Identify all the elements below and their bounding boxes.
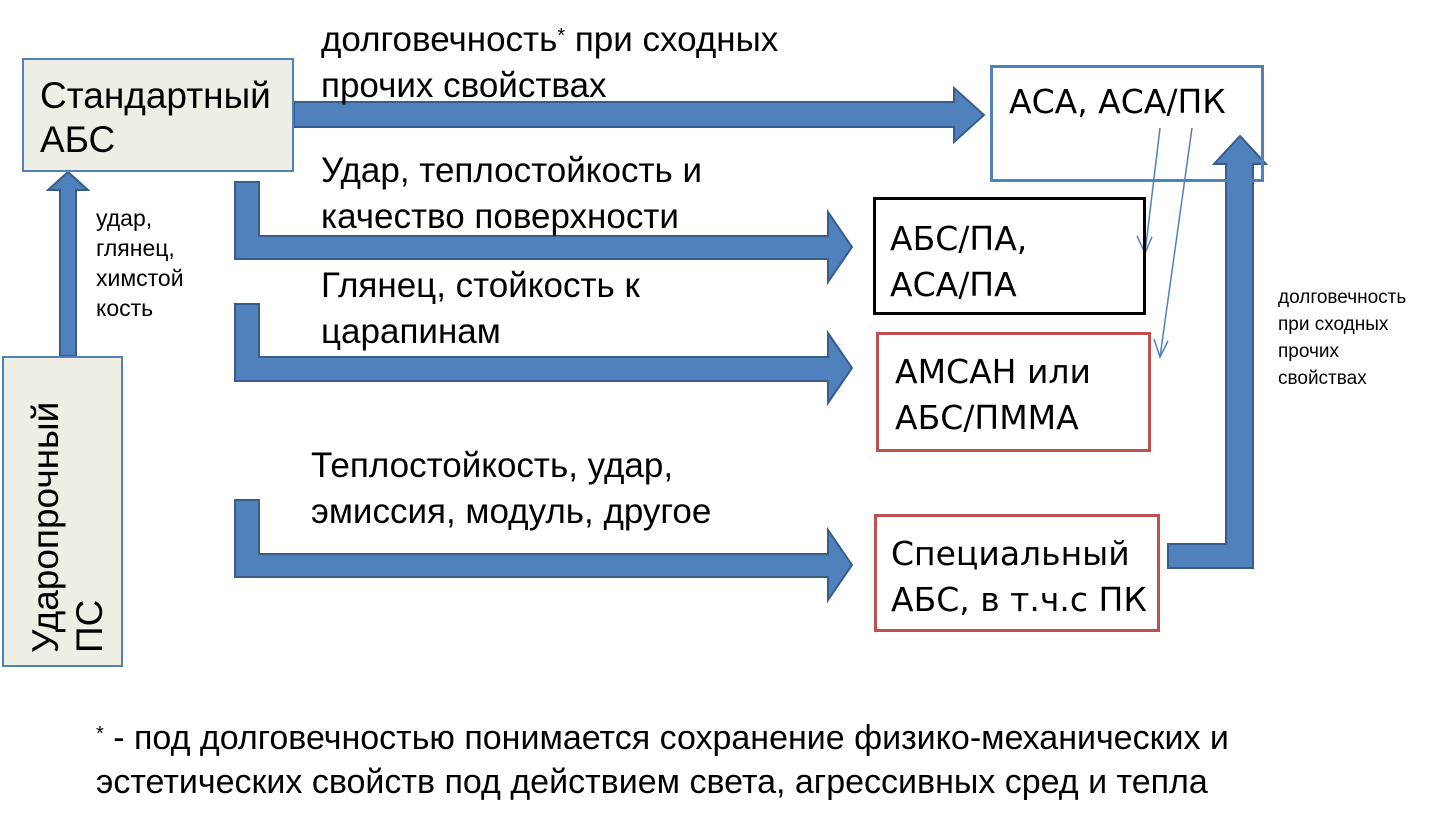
- node-abs-pa-line2: АСА/ПА: [890, 265, 1017, 304]
- label-abs-to-special-line2: эмиссия, модуль, другое: [311, 492, 712, 531]
- node-impact-ps-text: Ударопрочный ПС: [24, 363, 112, 653]
- node-amsan-line2: АБС/ПММА: [895, 398, 1079, 437]
- arrow-special-to-asa: [1167, 134, 1269, 569]
- node-standard-abs: Стандартный АБС: [22, 58, 294, 172]
- label-special-to-asa-line3: прочих: [1278, 341, 1340, 362]
- label-special-to-asa-line2: при сходных: [1278, 314, 1389, 335]
- footnote-line1: * - под долговечностью понимается сохран…: [96, 716, 1229, 760]
- footnote-asterisk: *: [96, 723, 104, 745]
- thin-arrow-asa-to-pa: [1144, 127, 1161, 254]
- label-abs-to-amsan-line2: царапинам: [321, 312, 501, 351]
- node-impact-ps-line1: Ударопрочный: [25, 401, 66, 653]
- node-special-abs-line2: АБС, в т.ч.с ПК: [891, 580, 1147, 619]
- arrow-abs-to-pa: [234, 181, 854, 286]
- label-abs-to-special: Теплостойкость, удар, эмиссия, модуль, д…: [311, 443, 711, 535]
- arrow-ps-to-abs: [45, 170, 91, 357]
- label-abs-to-asa-line2: прочих свойствах: [321, 66, 607, 105]
- label-abs-to-asa-rest: при сходных: [565, 20, 779, 59]
- node-amsan-line1: АМСАН или: [895, 352, 1091, 391]
- thin-arrow-asa-to-amsan: [1159, 127, 1193, 358]
- label-abs-to-pa-line2: качество поверхности: [321, 197, 679, 236]
- label-special-to-asa: долговечность при сходных прочих свойств…: [1278, 284, 1406, 392]
- label-ps-to-abs: удар, глянец, химстой кость: [96, 203, 184, 323]
- arrow-abs-to-amsan: [234, 303, 854, 407]
- node-abs-pa: АБС/ПА, АСА/ПА: [873, 197, 1146, 315]
- node-abs-pa-line1: АБС/ПА,: [890, 219, 1028, 258]
- footnote: * - под долговечностью понимается сохран…: [96, 716, 1229, 804]
- label-abs-to-pa-line1: Удар, теплостойкость и: [321, 151, 703, 190]
- label-special-to-asa-line1: долговечность: [1278, 287, 1407, 308]
- asterisk-mark: *: [557, 25, 566, 47]
- arrow-abs-to-asa: [293, 85, 986, 145]
- node-asa-line1: АСА, АСА/ПК: [1009, 82, 1226, 121]
- label-special-to-asa-line4: свойствах: [1278, 368, 1367, 389]
- arrow-abs-to-special: [234, 499, 854, 604]
- label-abs-to-amsan: Глянец, стойкость к царапинам: [321, 263, 640, 355]
- node-special-abs: Специальный АБС, в т.ч.с ПК: [874, 514, 1160, 632]
- label-abs-to-pa: Удар, теплостойкость и качество поверхно…: [321, 148, 702, 240]
- thin-arrowhead-asa-to-amsan: [1153, 338, 1169, 359]
- label-abs-to-amsan-line1: Глянец, стойкость к: [321, 266, 640, 305]
- label-abs-to-asa-main: долговечность: [321, 20, 558, 59]
- label-ps-to-abs-line2: глянец,: [96, 235, 175, 261]
- node-amsan: АМСАН или АБС/ПММА: [876, 332, 1151, 452]
- node-impact-ps-line2: ПС: [69, 599, 110, 653]
- node-special-abs-line1: Специальный: [891, 534, 1130, 573]
- label-abs-to-asa: долговечность* при сходных прочих свойст…: [321, 17, 778, 109]
- footnote-line2: эстетических свойств под действием света…: [96, 763, 1208, 801]
- label-abs-to-special-line1: Теплостойкость, удар,: [311, 446, 674, 485]
- label-ps-to-abs-line4: кость: [96, 295, 154, 321]
- node-asa: АСА, АСА/ПК: [990, 65, 1264, 182]
- label-ps-to-abs-line1: удар,: [96, 205, 153, 231]
- label-abs-to-asa-line1: долговечность* при сходных: [321, 17, 778, 63]
- node-impact-ps: Ударопрочный ПС: [2, 356, 123, 667]
- label-ps-to-abs-line3: химстой: [96, 265, 184, 291]
- footnote-line1-text: - под долговечностью понимается сохранен…: [103, 719, 1229, 757]
- node-standard-abs-line2: АБС: [40, 119, 116, 160]
- node-standard-abs-line1: Стандартный: [40, 75, 271, 116]
